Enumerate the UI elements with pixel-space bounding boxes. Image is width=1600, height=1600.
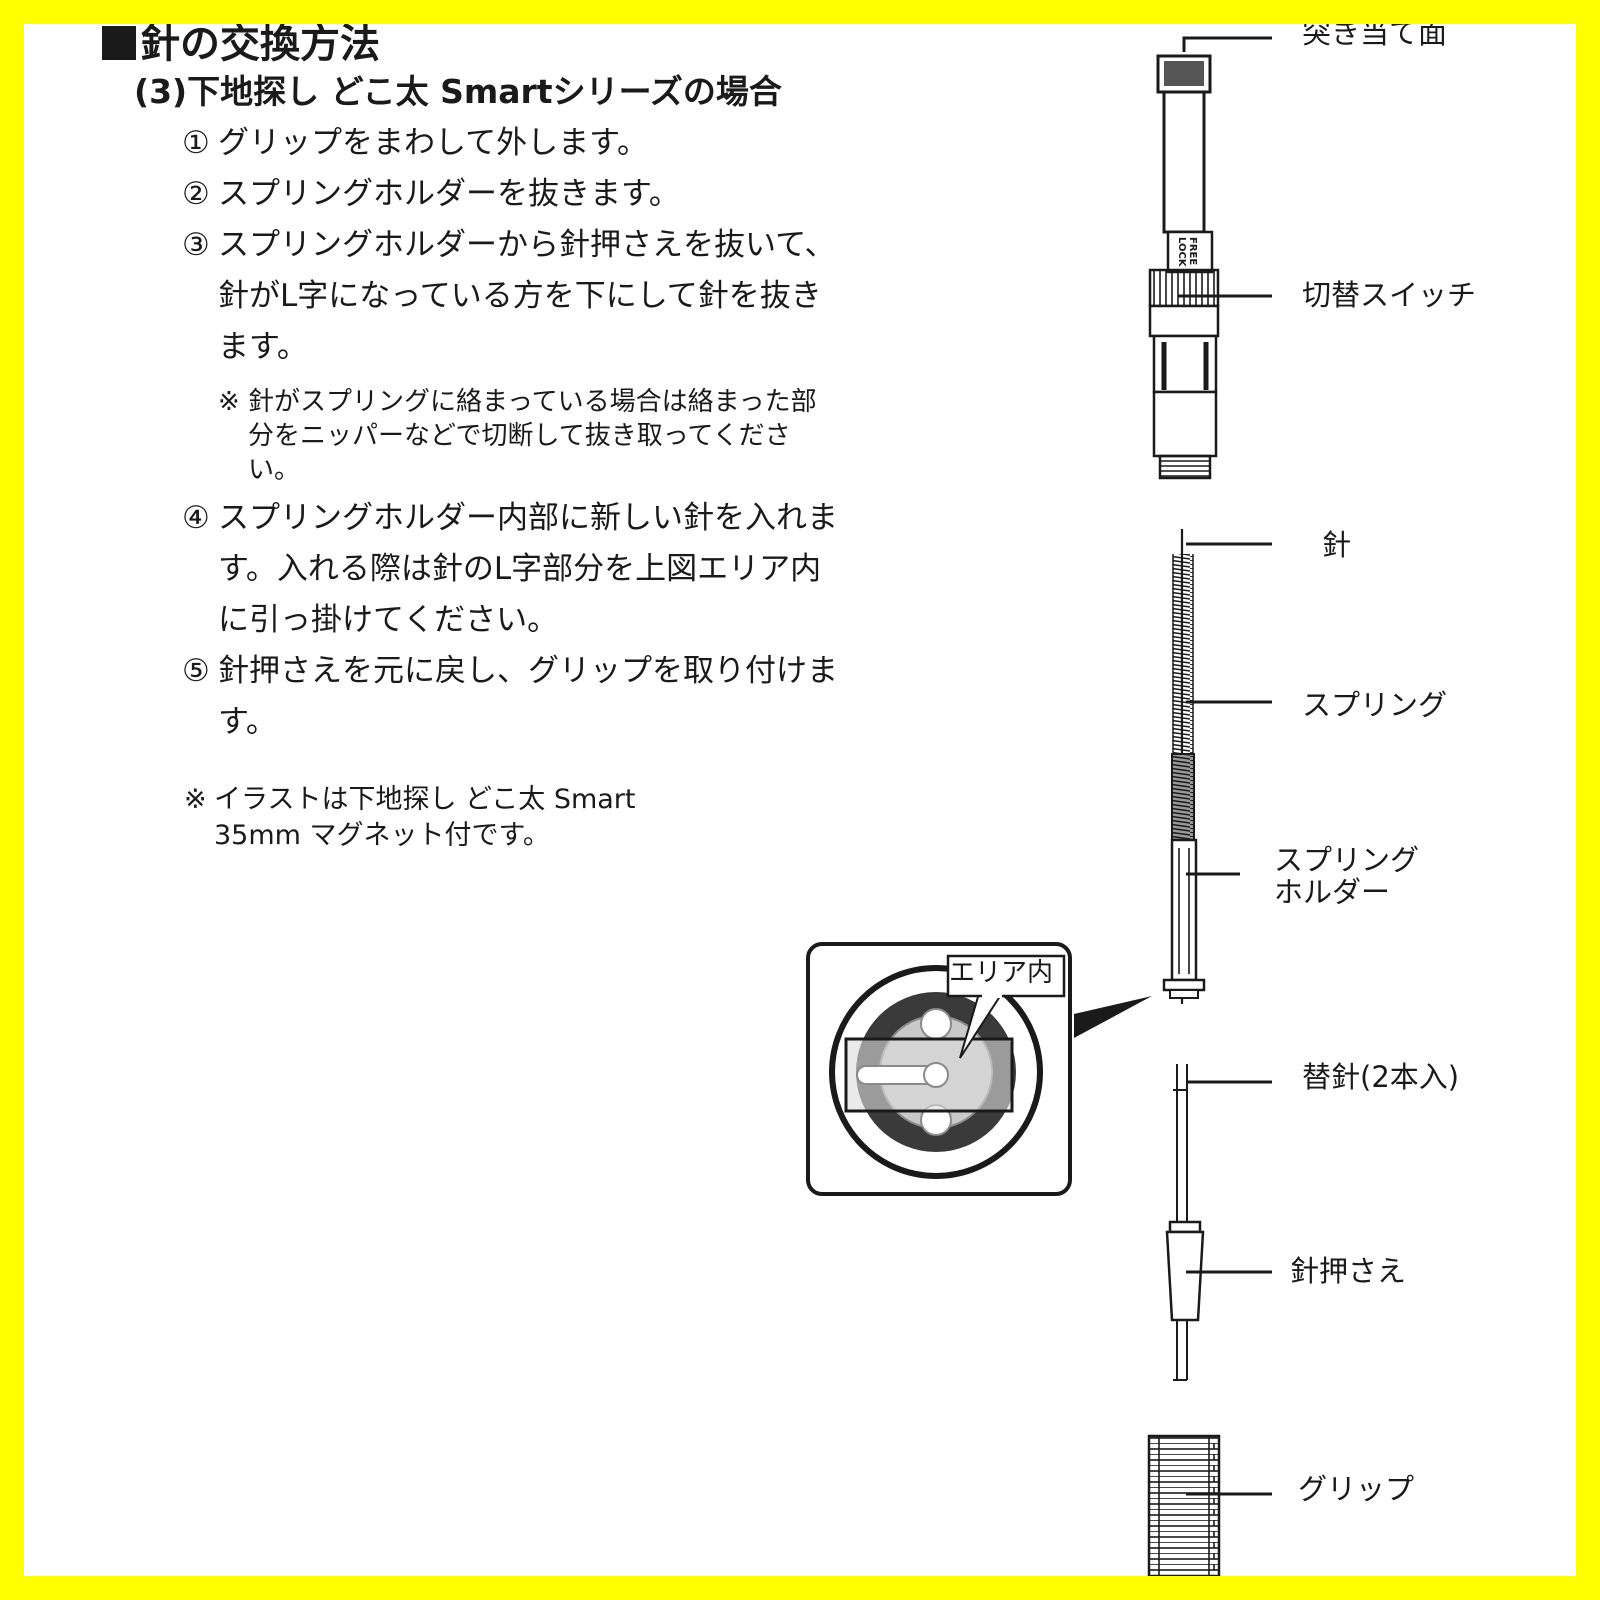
main-body-part	[1148, 54, 1220, 480]
step-text: グリップをまわして外します。	[218, 125, 648, 161]
page-title: 針の交換方法	[102, 24, 380, 70]
step-number: ⑤	[182, 653, 210, 689]
needle-retainer-part	[1165, 1220, 1205, 1322]
label-grip: グリップ	[1298, 1472, 1415, 1506]
note-mark: ※	[184, 784, 207, 815]
step-text: スプリングホルダー内部に新しい針を入れます。入れる際は針のL字部分を上図エリア内…	[218, 500, 838, 638]
label-needle: 針	[1322, 528, 1352, 562]
step-text: 針押さえを元に戻し、グリップを取り付けます。	[218, 653, 838, 740]
label-spare-needle: 替針(2本入)	[1302, 1060, 1460, 1094]
step-number: ①	[182, 125, 210, 161]
section-subtitle: (3)下地探し どこ太 Smartシリーズの場合	[134, 72, 782, 111]
leader-lines	[1178, 36, 1272, 1496]
label-switch: 切替スイッチ	[1302, 278, 1477, 312]
steps-list: ① グリップをまわして外します。 ② スプリングホルダーを抜きます。 ③ スプリ…	[182, 118, 842, 748]
step-3-note: ※ 針がスプリングに絡まっている場合は絡まった部分をニッパーなどで切断して抜き取…	[218, 385, 842, 487]
step-number: ②	[182, 176, 210, 212]
step-4: ④ スプリングホルダー内部に新しい針を入れます。入れる際は針のL字部分を上図エリ…	[182, 493, 842, 646]
detail-inset	[806, 942, 1072, 1196]
exploded-parts-diagram: FREE LOCK	[806, 36, 1272, 1576]
label-spring-holder-line1: スプリング	[1274, 843, 1420, 877]
note-text: イラストは下地探し どこ太 Smart 35mm マグネット付です。	[214, 784, 636, 851]
detail-pointer	[1074, 996, 1152, 1038]
step-number: ③	[182, 227, 210, 263]
step-5: ⑤ 針押さえを元に戻し、グリップを取り付けます。	[182, 646, 842, 748]
spring-holder-part	[1162, 838, 1206, 999]
note-text: 針がスプリングに絡まっている場合は絡まった部分をニッパーなどで切断して抜き取って…	[248, 387, 817, 485]
step-1: ① グリップをまわして外します。	[182, 118, 842, 169]
label-needle-retainer: 針押さえ	[1290, 1254, 1407, 1288]
step-number: ④	[182, 500, 210, 536]
step-3: ③ スプリングホルダーから針押さえを抜いて、針がL字になっている方を下にして針を…	[182, 220, 842, 373]
label-stop-face: 突き当て面	[1302, 24, 1448, 50]
switch-lock-text: LOCK	[1176, 237, 1187, 268]
instruction-page: 針の交換方法 (3)下地探し どこ太 Smartシリーズの場合 ① グリップをま…	[24, 24, 1576, 1576]
page-title-text: 針の交換方法	[140, 24, 380, 67]
note-mark: ※	[218, 387, 240, 417]
detail-area-label: エリア内	[949, 958, 1054, 988]
label-spring-holder-line2: ホルダー	[1274, 875, 1391, 909]
step-2: ② スプリングホルダーを抜きます。	[182, 169, 842, 220]
step-text: スプリングホルダーを抜きます。	[218, 176, 680, 212]
switch-free-text: FREE	[1187, 237, 1198, 265]
label-spring-holder: スプリング ホルダー	[1274, 844, 1419, 908]
heading-square-icon	[102, 26, 136, 60]
step-text: スプリングホルダーから針押さえを抜いて、針がL字になっている方を下にして針を抜き…	[218, 227, 836, 365]
label-spring: スプリング	[1302, 688, 1448, 722]
illustration-note: ※ イラストは下地探し どこ太 Smart 35mm マグネット付です。	[184, 782, 684, 854]
grip-part	[1147, 1434, 1221, 1576]
